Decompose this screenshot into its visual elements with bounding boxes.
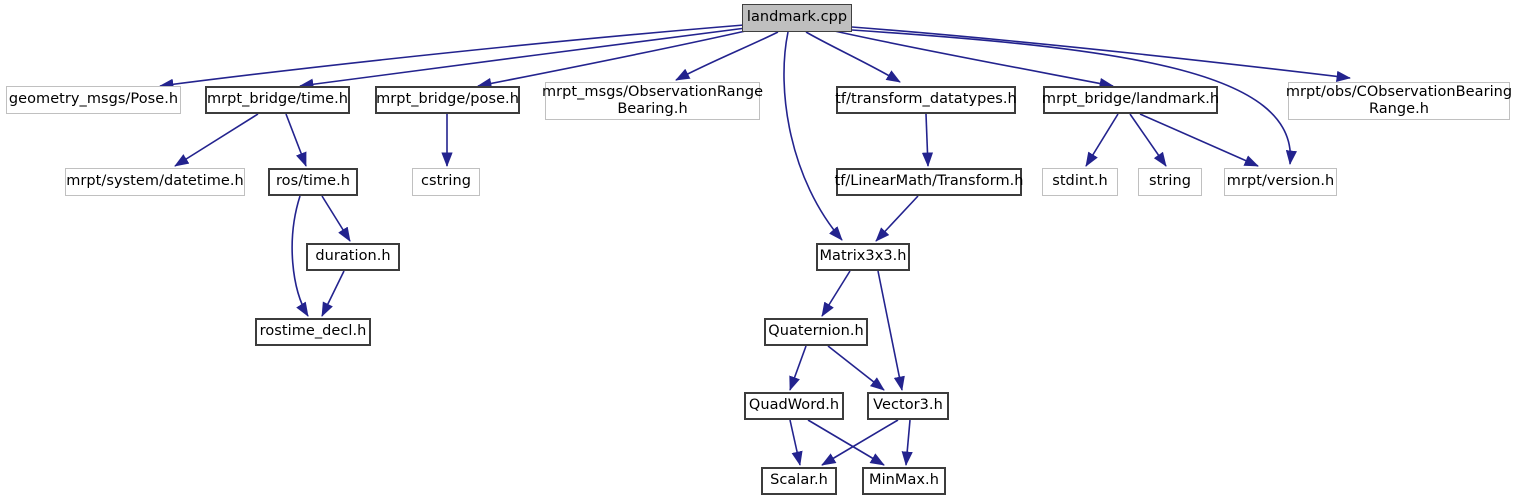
graph-edge-landmark_cpp-to-bridge_pose	[477, 29, 751, 89]
graph-node-bridge_pose[interactable]: mrpt_bridge/pose.h	[375, 86, 520, 114]
graph-edge-tf_linearmath-to-matrix3x3	[875, 195, 919, 242]
graph-edge-quaternion-to-quadword	[789, 345, 807, 391]
graph-edge-vector3-to-scalar	[821, 419, 899, 466]
graph-node-tf_linearmath[interactable]: tf/LinearMath/Transform.h	[834, 168, 1023, 196]
graph-edge-bridge_time-to-ros_time	[285, 113, 307, 167]
graph-edge-landmark_cpp-to-mrpt_obs_bearing	[851, 26, 1351, 82]
graph-node-stdint[interactable]: stdint.h	[1042, 168, 1118, 196]
graph-node-duration[interactable]: duration.h	[306, 243, 400, 271]
graph-edge-quaternion-to-vector3	[827, 345, 885, 391]
graph-node-rostime_decl[interactable]: rostime_decl.h	[255, 318, 371, 346]
graph-node-vector3[interactable]: Vector3.h	[867, 392, 949, 420]
graph-edge-landmark_cpp-to-bridge_landmark	[829, 29, 1114, 89]
graph-node-tf_transform_dt[interactable]: tf/transform_datatypes.h	[835, 86, 1017, 114]
graph-node-scalar[interactable]: Scalar.h	[761, 467, 837, 495]
graph-edge-tf_transform_dt-to-tf_linearmath	[921, 113, 934, 167]
graph-node-matrix3x3[interactable]: Matrix3x3.h	[816, 243, 910, 271]
graph-node-mrpt_version[interactable]: mrpt/version.h	[1224, 168, 1337, 196]
graph-edge-landmark_cpp-to-tf_transform_dt	[805, 31, 901, 83]
graph-node-bridge_landmark[interactable]: mrpt_bridge/landmark.h	[1042, 86, 1219, 114]
graph-node-quadword[interactable]: QuadWord.h	[744, 392, 844, 420]
graph-edge-bridge_landmark-to-stdint	[1085, 113, 1119, 167]
graph-edge-bridge_time-to-sys_datetime	[174, 113, 259, 167]
graph-edge-matrix3x3-to-vector3	[877, 270, 905, 391]
graph-edge-quadword-to-scalar	[789, 419, 803, 466]
graph-node-msgs_obs_range[interactable]: mrpt_msgs/ObservationRange Bearing.h	[542, 82, 763, 120]
graph-node-string[interactable]: string	[1138, 168, 1202, 196]
graph-node-landmark_cpp[interactable]: landmark.cpp	[742, 4, 852, 32]
graph-node-bridge_time[interactable]: mrpt_bridge/time.h	[205, 86, 350, 114]
graph-edge-bridge_landmark-to-string	[1129, 113, 1167, 167]
graph-node-geometry_pose[interactable]: geometry_msgs/Pose.h	[6, 86, 181, 114]
graph-edge-quadword-to-minmax	[807, 419, 885, 466]
graph-edge-landmark_cpp-to-bridge_time	[299, 27, 747, 90]
graph-edge-bridge_landmark-to-mrpt_version	[1139, 113, 1259, 167]
graph-node-quaternion[interactable]: Quaternion.h	[764, 318, 868, 346]
graph-node-sys_datetime[interactable]: mrpt/system/datetime.h	[65, 168, 245, 196]
graph-node-mrpt_obs_bearing[interactable]: mrpt/obs/CObservationBearing Range.h	[1286, 82, 1512, 120]
graph-edge-duration-to-rostime_decl	[321, 270, 345, 317]
graph-edge-landmark_cpp-to-geometry_pose	[159, 24, 745, 90]
graph-node-ros_time[interactable]: ros/time.h	[268, 168, 358, 196]
graph-edge-landmark_cpp-to-matrix3x3	[783, 31, 843, 241]
graph-edge-matrix3x3-to-quaternion	[821, 270, 851, 317]
graph-node-minmax[interactable]: MinMax.h	[862, 467, 946, 495]
graph-edge-vector3-to-minmax	[901, 419, 913, 466]
graph-node-cstring[interactable]: cstring	[412, 168, 480, 196]
graph-edge-landmark_cpp-to-msgs_obs_range	[675, 31, 779, 81]
graph-edge-ros_time-to-duration	[321, 195, 351, 242]
